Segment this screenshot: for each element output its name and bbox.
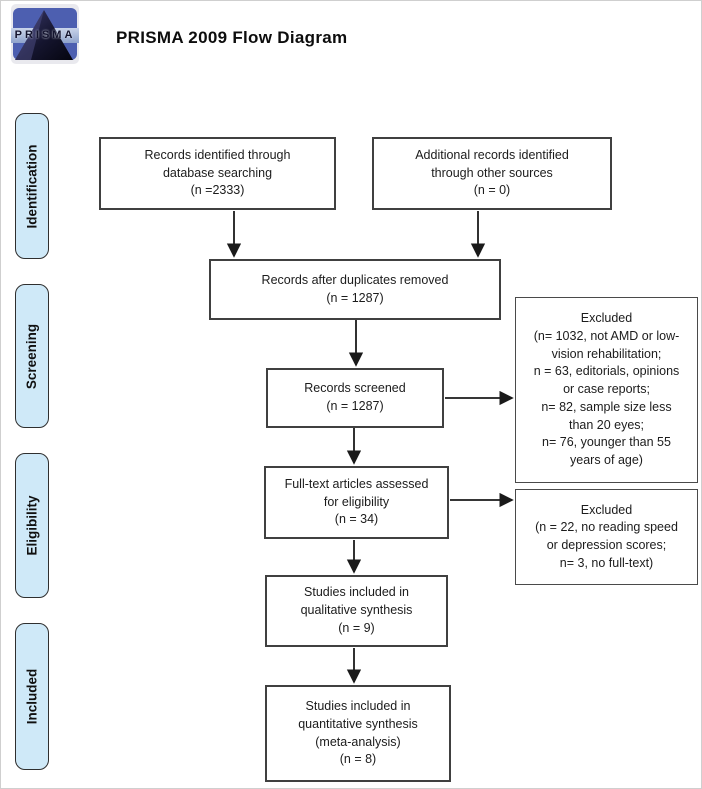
prisma-logo-text: PRISMA [14, 29, 76, 41]
box-text: Studies included in qualitative synthesi… [300, 585, 413, 635]
box-records-after-duplicates-removed: Records after duplicates removed (n = 12… [209, 259, 501, 320]
box-qualitative-synthesis: Studies included in qualitative synthesi… [265, 575, 448, 647]
box-text: Studies included in quantitative synthes… [298, 699, 418, 767]
box-text: Excluded (n= 1032, not AMD or low- visio… [533, 311, 680, 468]
stage-tab-screening: Screening [15, 284, 49, 428]
stage-tab-eligibility: Eligibility [15, 453, 49, 598]
box-records-identified-database: Records identified through database sear… [99, 137, 336, 210]
stage-tab-identification: Identification [15, 113, 49, 259]
box-records-screened: Records screened (n = 1287) [266, 368, 444, 428]
stage-label: Screening [24, 323, 40, 389]
box-text: Excluded (n = 22, no reading speed or de… [535, 502, 678, 570]
page-title: PRISMA 2009 Flow Diagram [116, 28, 348, 47]
box-text: Records screened (n = 1287) [304, 381, 406, 413]
stage-label: Eligibility [24, 495, 40, 556]
stage-label: Identification [24, 144, 40, 228]
stage-tab-included: Included [15, 623, 49, 770]
box-quantitative-synthesis: Studies included in quantitative synthes… [265, 685, 451, 782]
pyramid-icon [15, 10, 73, 60]
box-text: Full-text articles assessed for eligibil… [284, 476, 429, 527]
box-excluded-screening: Excluded (n= 1032, not AMD or low- visio… [515, 297, 698, 483]
stage-label: Included [24, 668, 40, 725]
prisma-logo: PRISMA [11, 4, 79, 64]
box-text: Additional records identified through ot… [415, 147, 569, 198]
box-text: Records identified through database sear… [144, 147, 291, 198]
box-text: Records after duplicates removed (n = 12… [261, 272, 449, 305]
box-excluded-fulltext: Excluded (n = 22, no reading speed or de… [515, 489, 698, 585]
box-additional-records-other-sources: Additional records identified through ot… [372, 137, 612, 210]
box-fulltext-assessed: Full-text articles assessed for eligibil… [264, 466, 449, 539]
